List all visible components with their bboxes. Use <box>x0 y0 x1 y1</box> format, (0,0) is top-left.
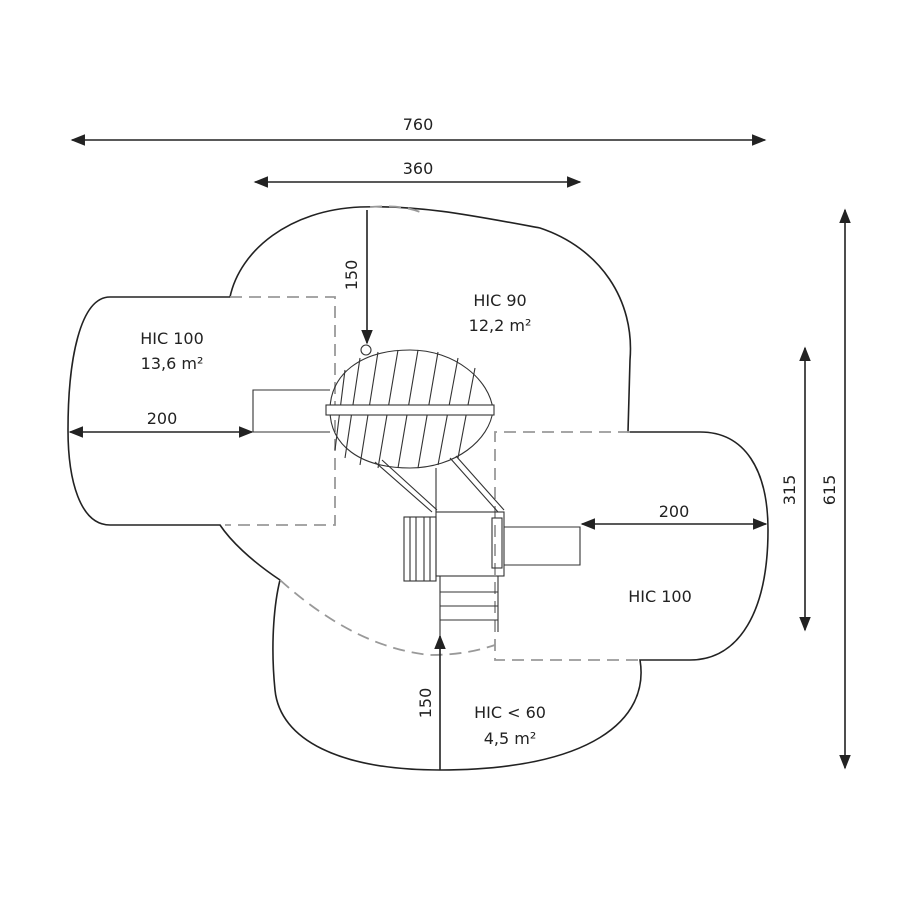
zone-bottom-area: 4,5 m² <box>484 729 537 748</box>
dim-overall-depth: 615 <box>820 475 839 506</box>
dim-right-clearance: 200 <box>659 502 690 521</box>
dim-right-zone-depth: 315 <box>780 475 799 506</box>
zone-top-area: 12,2 m² <box>469 316 532 335</box>
zone-bottom-hic: HIC < 60 <box>474 703 546 722</box>
play-structure <box>252 344 581 640</box>
right-zone-boundary <box>494 431 640 661</box>
dim-bottom-clearance: 150 <box>416 688 435 719</box>
left-zone-boundary <box>225 296 336 526</box>
impact-area-outline <box>67 205 769 771</box>
dim-structure-width: 360 <box>403 159 434 178</box>
zone-right-hic: HIC 100 <box>628 587 692 606</box>
top-zone-boundary <box>369 205 421 213</box>
bottom-zone-boundary <box>279 579 496 656</box>
dim-overall-width: 760 <box>403 115 434 134</box>
zone-top-hic: HIC 90 <box>473 291 526 310</box>
dim-left-clearance: 200 <box>147 409 178 428</box>
zone-left-area: 13,6 m² <box>141 354 204 373</box>
zone-left-hic: HIC 100 <box>140 329 204 348</box>
dim-top-clearance: 150 <box>342 260 361 291</box>
